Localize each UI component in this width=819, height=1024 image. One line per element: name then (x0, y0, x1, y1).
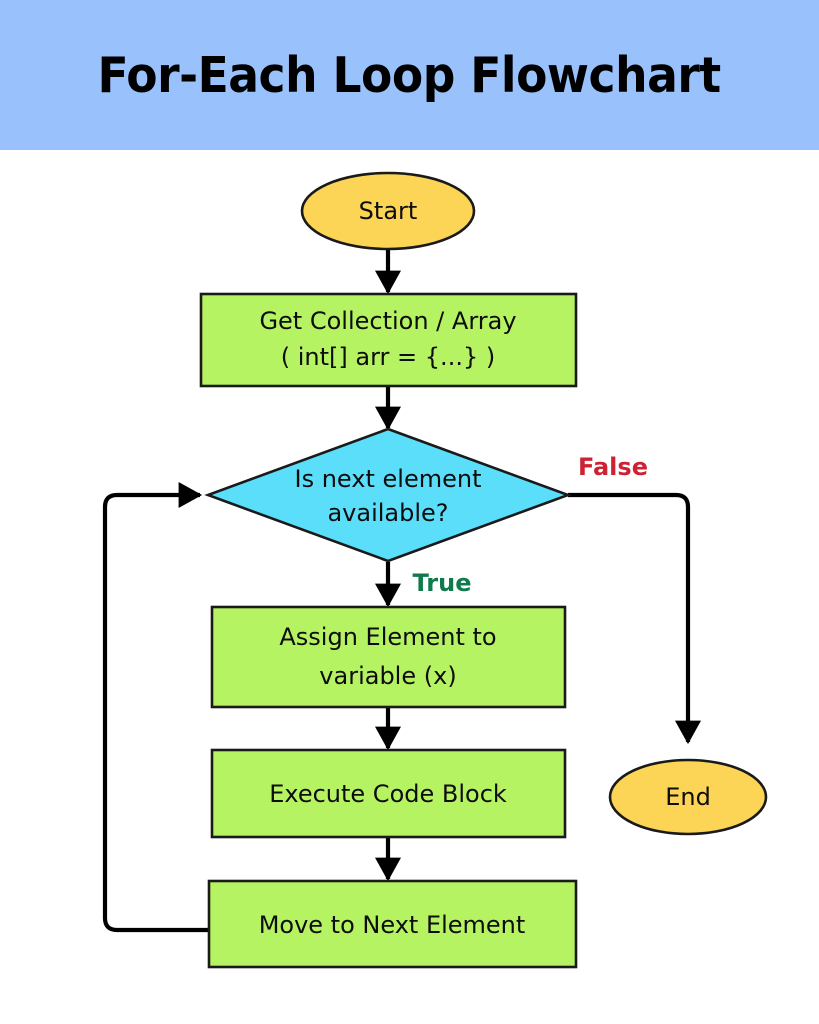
assign-element-label-line2: variable (x) (319, 662, 456, 690)
move-to-next-element-label: Move to Next Element (259, 911, 526, 939)
decision-label-line2: available? (327, 499, 448, 527)
end-ellipse (608, 758, 768, 836)
page-title: For-Each Loop Flowchart (97, 46, 722, 104)
move-to-next-element-box (207, 879, 578, 969)
node-assign-element[interactable]: Assign Element to variable (x) (210, 605, 567, 709)
assign-element-box (210, 605, 567, 709)
edge-label-false: False (578, 453, 648, 481)
node-end[interactable]: End (608, 758, 768, 836)
title-banner: For-Each Loop Flowchart (0, 0, 819, 150)
node-move-to-next-element[interactable]: Move to Next Element (207, 879, 578, 969)
get-collection-label-line2: ( int[] arr = {...} ) (281, 343, 495, 371)
edge-move-to-decision-loopback (102, 481, 209, 933)
get-collection-box (199, 292, 578, 388)
start-ellipse (300, 171, 476, 251)
node-execute-code-block[interactable]: Execute Code Block (210, 748, 567, 839)
assign-element-label-line1: Assign Element to (279, 623, 496, 651)
edge-decision-to-end (568, 492, 702, 745)
start-label: Start (359, 197, 418, 225)
execute-code-block-label: Execute Code Block (269, 780, 507, 808)
execute-code-block-box (210, 748, 567, 839)
node-get-collection[interactable]: Get Collection / Array ( int[] arr = {..… (199, 292, 578, 388)
node-start[interactable]: Start (300, 171, 476, 251)
decision-diamond (204, 427, 572, 563)
get-collection-label-line1: Get Collection / Array (259, 307, 516, 335)
decision-label-line1: Is next element (295, 465, 482, 493)
node-decision[interactable]: Is next element available? (204, 427, 572, 563)
flowchart-canvas: Start Get Collection / Array ( int[] arr… (102, 171, 768, 969)
edge-label-true: True (413, 569, 472, 597)
end-label: End (665, 783, 711, 811)
